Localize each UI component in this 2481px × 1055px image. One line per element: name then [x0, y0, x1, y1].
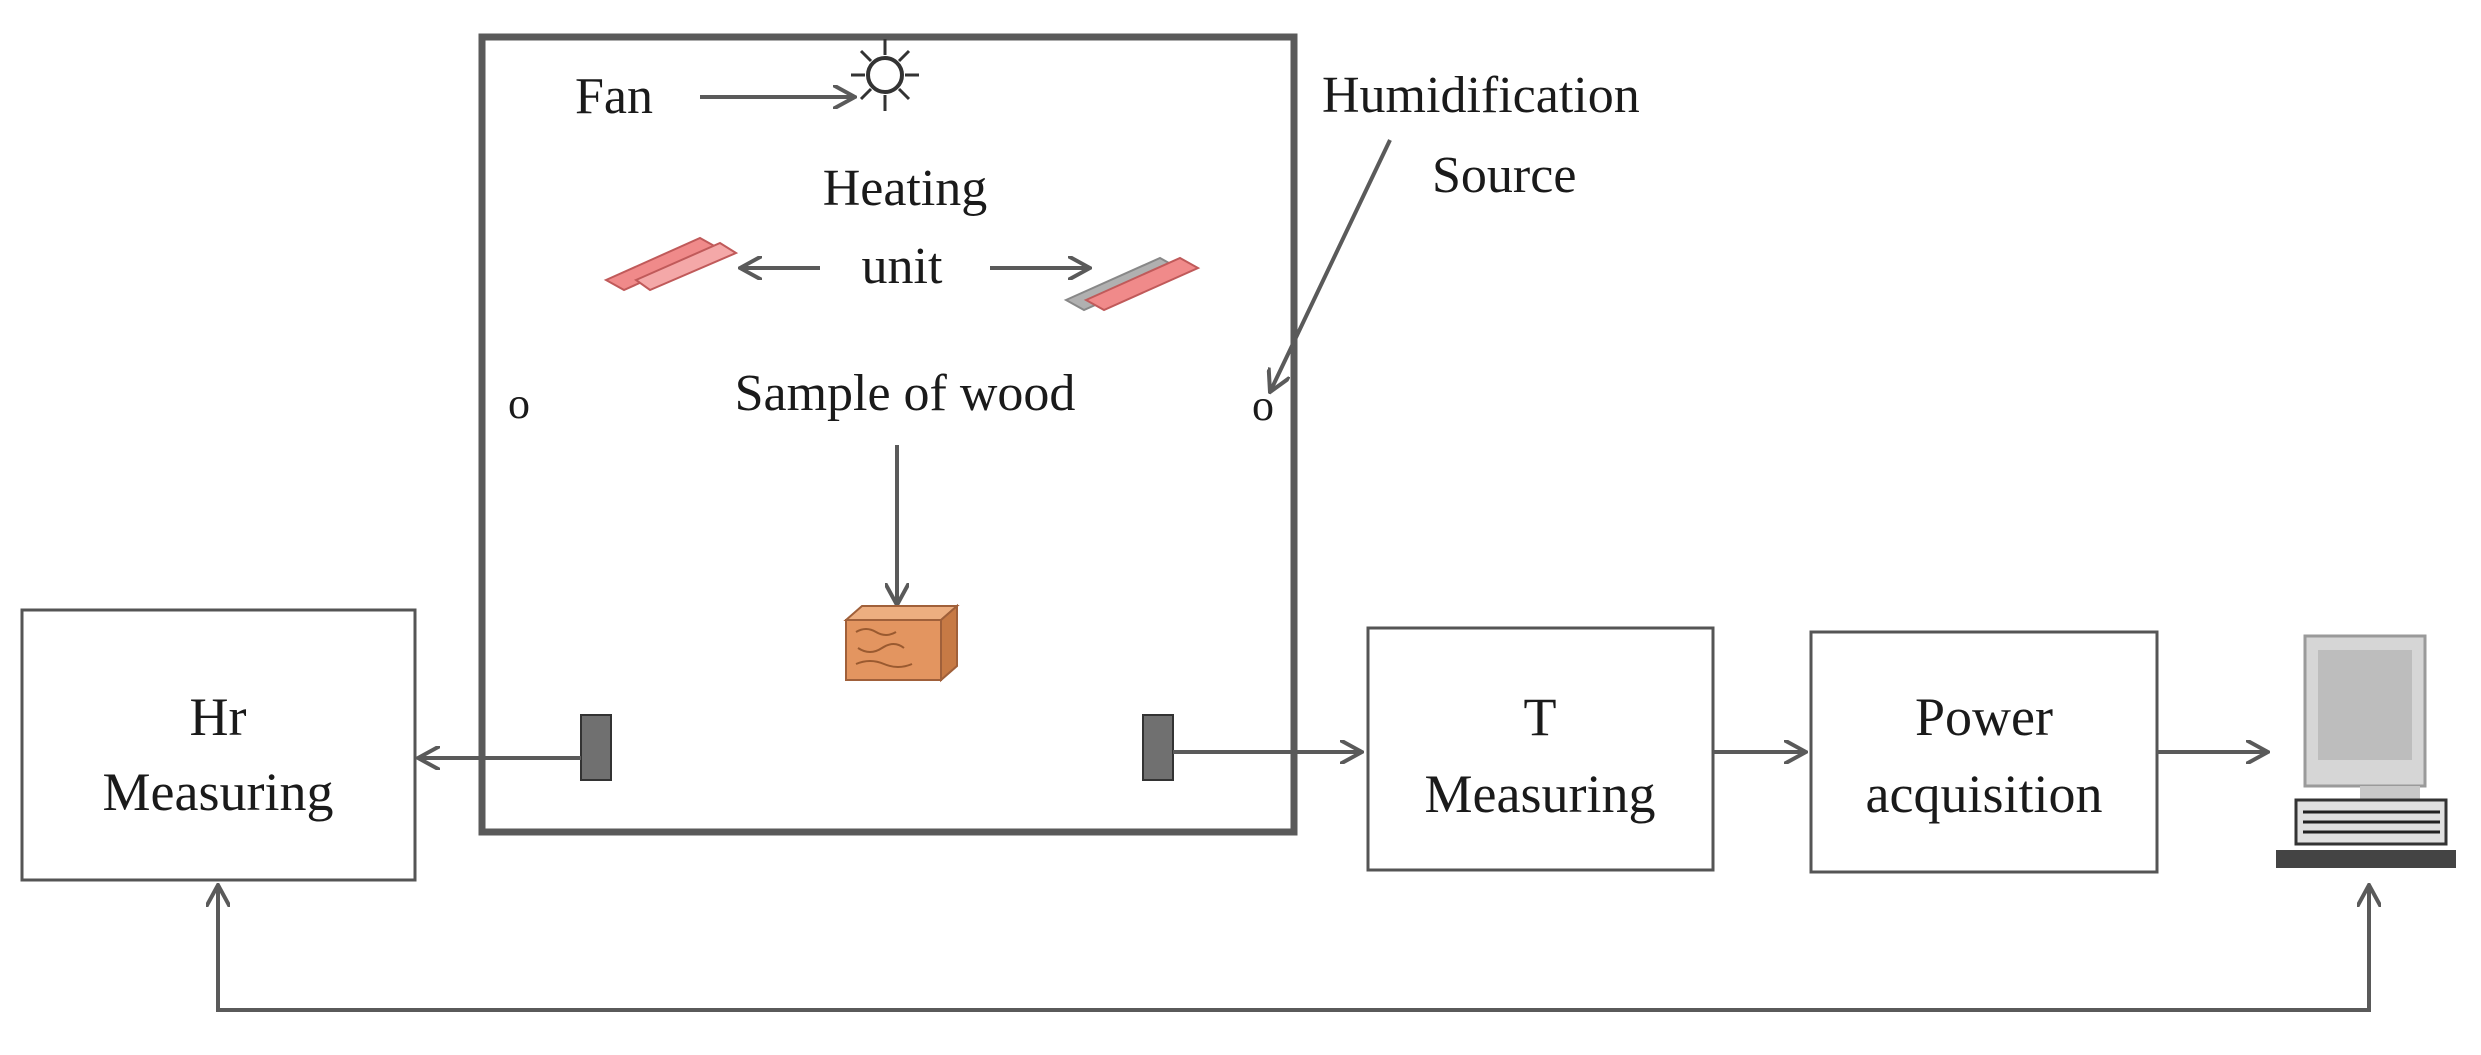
- climate-chamber: [478, 33, 1298, 836]
- humidification-label-line2: Source: [1432, 147, 1576, 204]
- humidity-sensor: [580, 714, 612, 781]
- hr-measuring-line1: Hr: [190, 687, 247, 747]
- t-measuring-box: [1366, 626, 1715, 872]
- t-measuring-line2: Measuring: [1425, 764, 1656, 824]
- hr-measuring-line2: Measuring: [103, 762, 334, 822]
- heating-element-right: [1063, 256, 1201, 312]
- vent-hole-right: o: [1252, 381, 1274, 430]
- temperature-sensor: [1142, 714, 1174, 781]
- hr-measuring-box: [20, 608, 417, 882]
- heating-label-line1: Heating: [823, 160, 988, 217]
- fan-label: Fan: [575, 68, 653, 125]
- humidification-label-line1: Humidification: [1322, 67, 1640, 124]
- sample-label: Sample of wood: [735, 365, 1076, 422]
- fan-icon: [851, 39, 919, 111]
- computer-icon: [2276, 634, 2456, 868]
- power-acquisition-line1: Power: [1915, 687, 2053, 747]
- wood-sample-icon: [843, 603, 960, 683]
- power-acquisition-line2: acquisition: [1866, 764, 2103, 824]
- heating-element-left: [603, 236, 739, 292]
- humidification-arrow: [1270, 139, 1392, 392]
- power-acquisition-box: [1809, 630, 2159, 874]
- feedback-loop-line: [216, 890, 2371, 1012]
- vent-hole-left: o: [508, 379, 530, 428]
- t-measuring-line1: T: [1524, 687, 1557, 747]
- heating-label-line2: unit: [862, 238, 943, 295]
